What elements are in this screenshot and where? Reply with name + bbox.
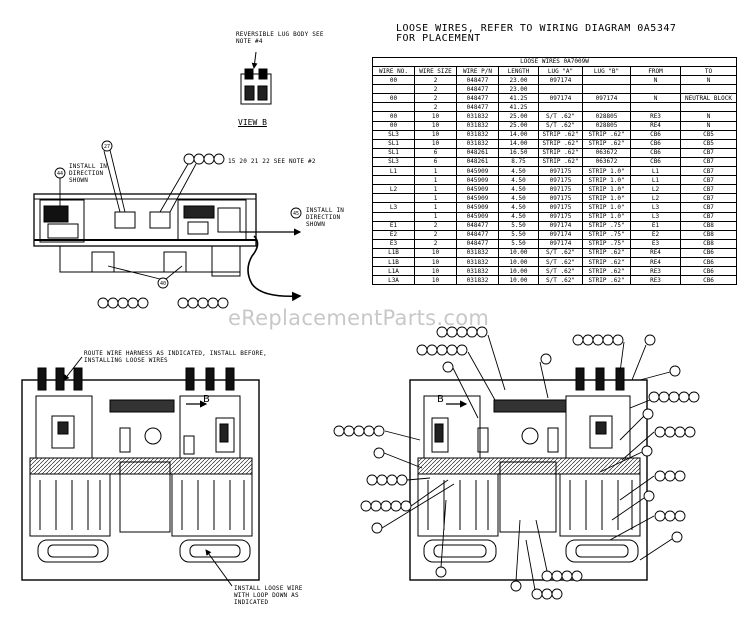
view-b-lug-body bbox=[240, 51, 272, 105]
view-b-arrow-label-right: B bbox=[437, 394, 444, 405]
top-panel-assembly bbox=[33, 193, 302, 302]
install-direction-note-left: INSTALL IN DIRECTION SHOWN bbox=[69, 163, 108, 184]
table-cell: NEUTRAL BLOCK bbox=[680, 93, 737, 104]
install-direction-note-right: INSTALL IN DIRECTION SHOWN bbox=[306, 207, 345, 228]
table-cell: CB6 bbox=[680, 256, 737, 268]
svg-text:44: 44 bbox=[57, 171, 63, 177]
view-b-arrow-label-left: B bbox=[203, 394, 210, 405]
svg-text:27: 27 bbox=[104, 144, 110, 150]
table-cell: N bbox=[680, 75, 737, 86]
table-cell: CB6 bbox=[680, 275, 737, 286]
svg-text:40: 40 bbox=[160, 281, 166, 287]
table-cell bbox=[680, 84, 737, 95]
column-header: TO bbox=[680, 65, 737, 77]
bottom-left-switch bbox=[21, 356, 260, 587]
svg-text:45: 45 bbox=[293, 211, 299, 217]
table-cell: CB6 bbox=[680, 247, 737, 258]
bottom-right-switch bbox=[409, 367, 648, 581]
table-cell: N bbox=[680, 111, 737, 122]
bottom-right-balloons bbox=[333, 326, 700, 600]
balloon-note: 15 20 21 22 SEE NOTE #2 bbox=[228, 158, 316, 165]
watermark: eReplacementParts.com bbox=[228, 306, 490, 330]
top-balloons: 27 44 45 40 bbox=[54, 140, 302, 309]
header-line-1: LOOSE WIRES, REFER TO WIRING DIAGRAM 0A5… bbox=[396, 23, 677, 34]
table-title: LOOSE WIRES 0A7009W bbox=[372, 57, 737, 66]
route-harness-note: ROUTE WIRE HARNESS AS INDICATED, INSTALL… bbox=[84, 350, 267, 364]
header-line-2: FOR PLACEMENT bbox=[396, 33, 481, 44]
table-cell bbox=[680, 102, 737, 113]
table-header-row: WIRE NO. WIRE SIZE WIRE P/N LENGTH LUG "… bbox=[372, 65, 737, 77]
loose-wires-table: LOOSE WIRES 0A7009W WIRE NO. WIRE SIZE W… bbox=[372, 57, 737, 286]
view-b-note: REVERSIBLE LUG BODY SEE NOTE #4 bbox=[236, 31, 324, 45]
table-cell: CB6 bbox=[680, 266, 737, 277]
view-b-label: VIEW B bbox=[238, 118, 267, 127]
loose-wire-loop-note: INSTALL LOOSE WIRE WITH LOOP DOWN AS IND… bbox=[234, 585, 303, 606]
